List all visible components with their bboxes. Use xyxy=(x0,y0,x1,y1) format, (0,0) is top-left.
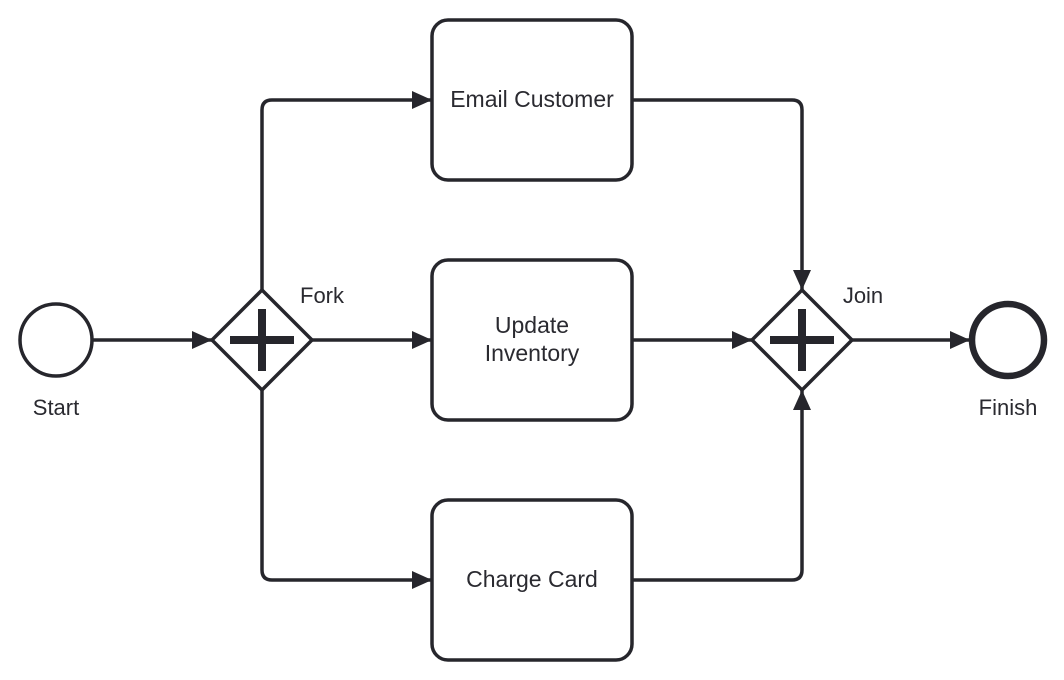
task-charge-card[interactable]: Charge Card xyxy=(430,498,634,662)
task-email-customer-label: Email Customer xyxy=(450,86,614,112)
finish-event-label: Finish xyxy=(979,395,1038,420)
flow-email-to-join[interactable] xyxy=(630,98,811,292)
task-update-inventory[interactable]: Update Inventory xyxy=(430,258,634,422)
flow-fork-to-email[interactable] xyxy=(260,91,434,292)
join-gateway[interactable] xyxy=(750,288,854,392)
plus-icon xyxy=(770,309,834,371)
plus-icon xyxy=(230,309,294,371)
start-event[interactable] xyxy=(18,302,94,378)
flow-fork-to-charge[interactable] xyxy=(260,388,434,589)
start-event-label: Start xyxy=(33,395,79,420)
join-gateway-label: Join xyxy=(843,283,883,308)
task-email-customer[interactable]: Email Customer xyxy=(430,18,634,182)
task-update-inventory-label-line2: Inventory xyxy=(485,340,580,366)
fork-gateway[interactable] xyxy=(210,288,314,392)
fork-gateway-label: Fork xyxy=(300,283,345,308)
task-charge-card-label: Charge Card xyxy=(466,566,598,592)
finish-event[interactable] xyxy=(968,300,1048,380)
task-update-inventory-label-line1: Update xyxy=(495,312,569,338)
flow-charge-to-join[interactable] xyxy=(630,388,811,582)
